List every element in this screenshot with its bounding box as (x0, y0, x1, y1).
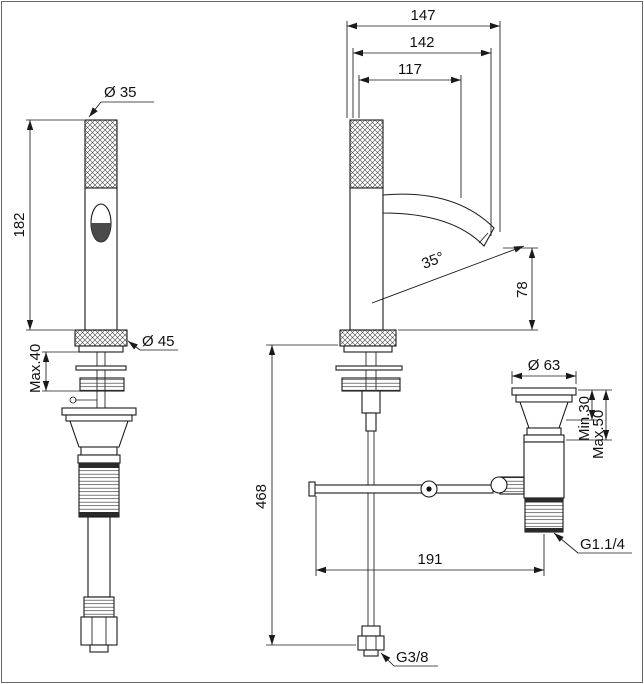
dim-spout-height: 78 (514, 281, 531, 298)
dim-reach-outer: 142 (409, 34, 434, 51)
dim-max-deck-thickness: Max.40 (27, 344, 44, 393)
faucet-front-view (69, 119, 128, 408)
dim-body-height: 182 (11, 212, 28, 237)
dim-drain-offset: 191 (417, 551, 442, 568)
dim-reach-total: 147 (410, 7, 435, 24)
dim-spout-angle: 35° (419, 249, 446, 273)
dim-waste-thread: G1.1/4 (580, 536, 625, 553)
dim-max-height: Max.50 (590, 410, 607, 459)
hose-hex-nut (357, 635, 385, 651)
dim-flange-diameter: Ø 63 (528, 357, 561, 374)
popup-rod (308, 480, 500, 498)
drain-side-view (490, 387, 577, 533)
side-view-dimensions: 147 142 117 35° 78 468 191 G3/8 (253, 7, 545, 667)
dim-base-diameter: Ø 45 (142, 333, 175, 350)
drain-front-view (61, 407, 137, 653)
spout-profile (382, 193, 495, 247)
dim-handle-diameter: Ø 35 (104, 84, 137, 101)
spout-outlet-shadow (91, 223, 111, 242)
dim-reach-spout: 117 (398, 61, 422, 78)
dim-min-height: Min.30 (576, 396, 593, 441)
front-view-dimensions: Ø 35 182 Ø 45 Max.40 (11, 84, 178, 393)
dim-overall-height: 468 (253, 484, 270, 509)
waste-dimensions: Ø 63 Min.30 Max.50 G1.1/4 (511, 357, 632, 554)
dim-hose-thread: G3/8 (396, 649, 429, 666)
faucet-side-view (335, 119, 495, 657)
